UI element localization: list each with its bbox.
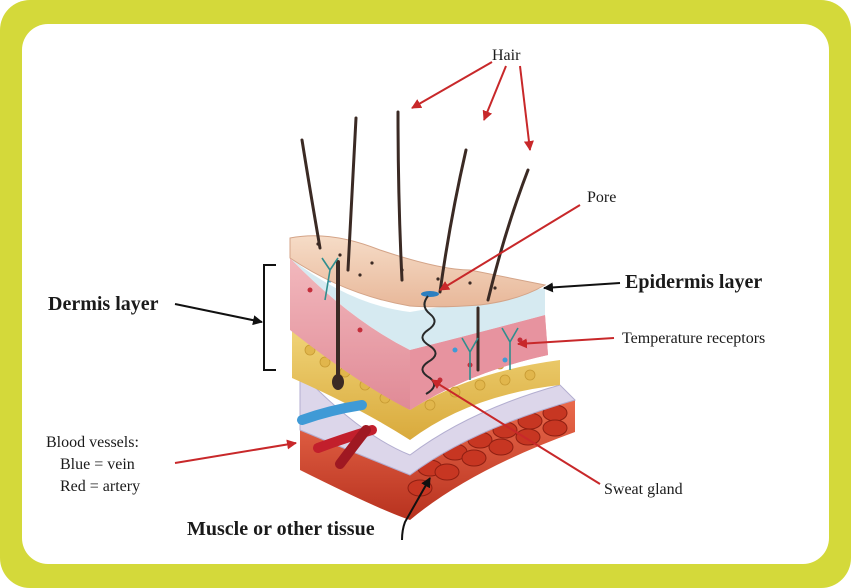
hair-follicle xyxy=(332,374,344,390)
label-hair: Hair xyxy=(492,48,520,64)
blood-vessels-arrow xyxy=(175,443,296,463)
label-pore: Pore xyxy=(587,190,616,206)
pore-opening xyxy=(421,291,439,297)
dermis-arrow xyxy=(175,304,262,322)
label-epidermis: Epidermis layer xyxy=(625,272,762,292)
dermis-bracket xyxy=(264,265,276,370)
hair-arrows xyxy=(412,62,530,150)
label-sweat-gland: Sweat gland xyxy=(604,482,683,498)
label-dermis: Dermis layer xyxy=(48,294,159,314)
blood-vessels-title: Blood vessels: xyxy=(46,432,140,454)
blood-vessels-red: Red = artery xyxy=(46,476,140,498)
blood-vessels-blue: Blue = vein xyxy=(46,454,140,476)
label-muscle: Muscle or other tissue xyxy=(187,519,375,539)
epidermis-arrow xyxy=(544,283,620,288)
label-blood-vessels: Blood vessels: Blue = vein Red = artery xyxy=(46,432,140,498)
label-temperature-receptors: Temperature receptors xyxy=(622,331,765,347)
